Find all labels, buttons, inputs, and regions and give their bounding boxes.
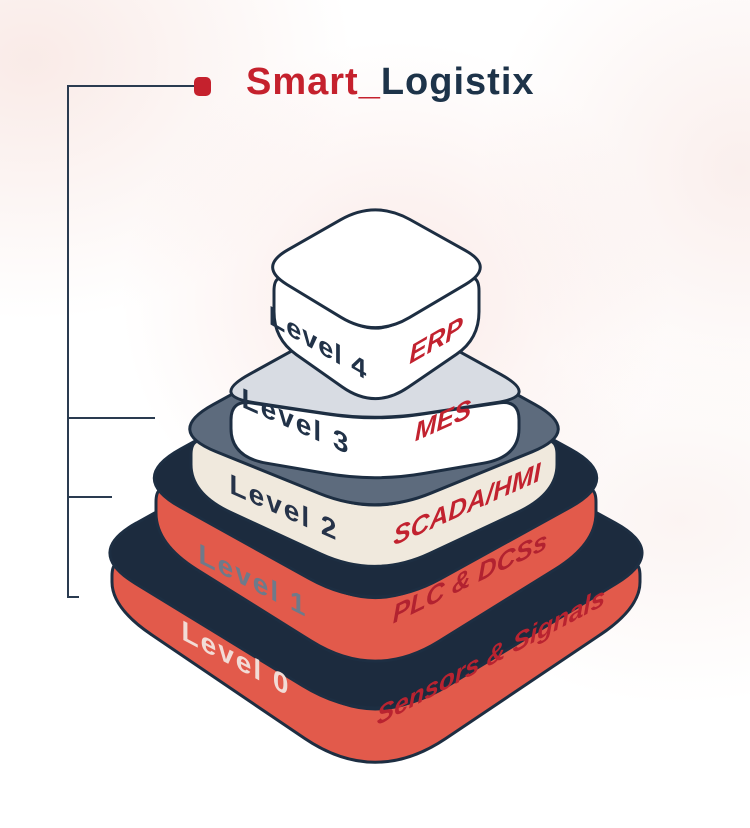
brand-navy-part: Logistix	[380, 61, 535, 103]
level-4-top-face	[271, 208, 482, 330]
connector-bracket	[67, 85, 194, 598]
page-title: Smart_Logistix	[246, 60, 535, 104]
brand-red-part: Smart_	[246, 61, 381, 103]
title-bullet-icon	[194, 77, 211, 96]
bracket-main-line	[67, 85, 194, 598]
